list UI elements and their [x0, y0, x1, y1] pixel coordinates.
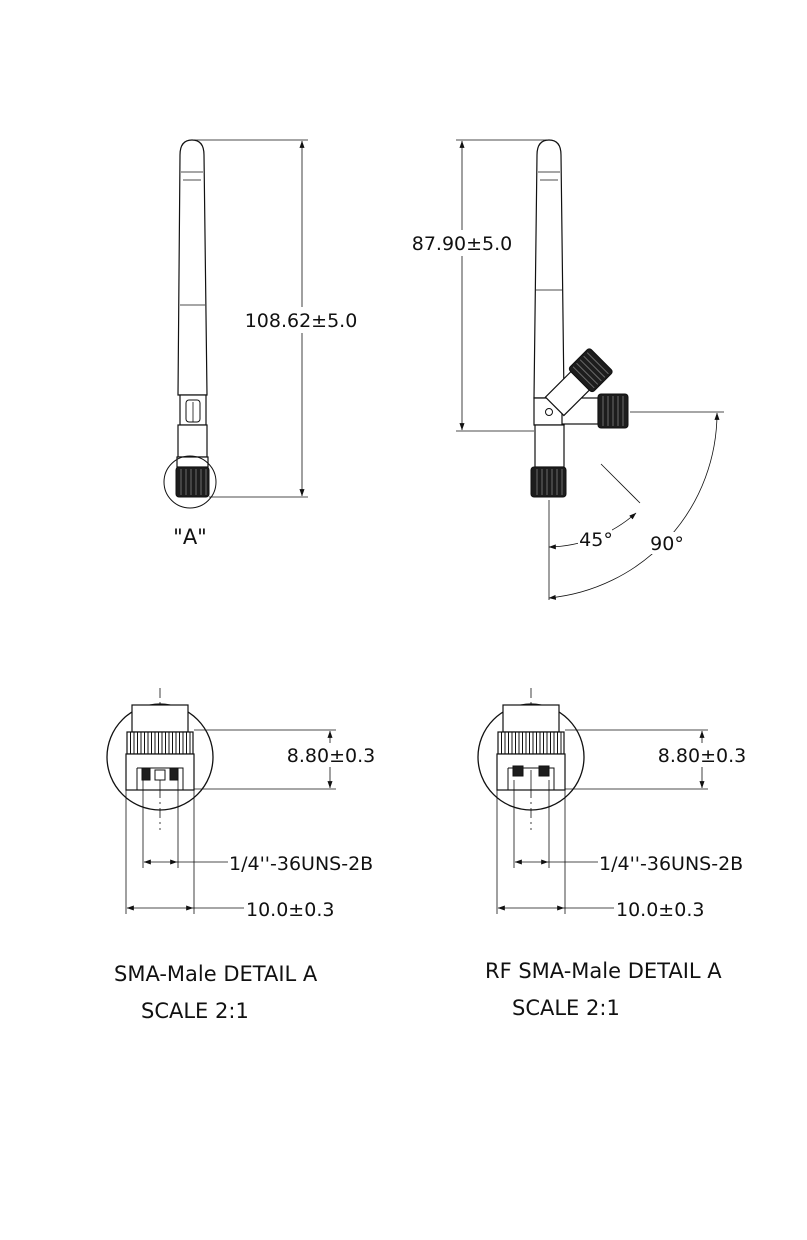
length-dim-label-straight: 108.62±5.0 — [245, 310, 358, 332]
height-dim-label: 8.80±0.3 — [658, 745, 746, 767]
detail-caption: SMA-Male DETAIL A — [114, 962, 318, 986]
width-dim-label: 10.0±0.3 — [246, 899, 334, 921]
width-dimension: 10.0±0.3 — [125, 790, 334, 921]
thread-dimension: 1/4''-36UNS-2B — [142, 780, 373, 875]
connector-section — [496, 704, 566, 791]
thread-dim-label: 1/4''-36UNS-2B — [229, 853, 373, 875]
length-dim-label-angled: 87.90±5.0 — [412, 233, 513, 255]
angled-antenna-view: 87.90±5.0 45° 90° — [412, 139, 724, 600]
length-dimension-straight: 108.62±5.0 — [192, 139, 358, 498]
straight-antenna-view: "A" 108.62±5.0 — [163, 139, 358, 549]
length-dimension-angled: 87.90±5.0 — [412, 139, 549, 432]
detail-a-circle — [163, 455, 217, 509]
angle-90-label: 90° — [650, 533, 684, 555]
detail-scale: SCALE 2:1 — [141, 999, 249, 1023]
thread-dimension: 1/4''-36UNS-2B — [513, 780, 743, 875]
height-dimension: 8.80±0.3 — [194, 729, 376, 790]
angled-antenna-outline — [530, 139, 629, 498]
connector-section — [125, 704, 195, 791]
thread-dim-label: 1/4''-36UNS-2B — [599, 853, 743, 875]
detail-a-label: "A" — [173, 525, 207, 549]
detail-scale: SCALE 2:1 — [512, 996, 620, 1020]
width-dim-label: 10.0±0.3 — [616, 899, 704, 921]
height-dim-label: 8.80±0.3 — [287, 745, 375, 767]
straight-antenna-outline — [175, 139, 210, 498]
height-dimension: 8.80±0.3 — [565, 729, 746, 790]
angle-45-label: 45° — [579, 529, 613, 551]
detail-rf-sma-male: 8.80±0.3 1/4''-36UNS-2B 10.0±0.3 RF SMA-… — [477, 688, 746, 1020]
width-dimension: 10.0±0.3 — [496, 790, 704, 921]
detail-caption: RF SMA-Male DETAIL A — [485, 959, 722, 983]
detail-sma-male: 8.80±0.3 1/4''-36UNS-2B 10.0±0.3 SMA-Mal… — [106, 688, 376, 1023]
angle-dimensions: 45° 90° — [548, 411, 724, 600]
